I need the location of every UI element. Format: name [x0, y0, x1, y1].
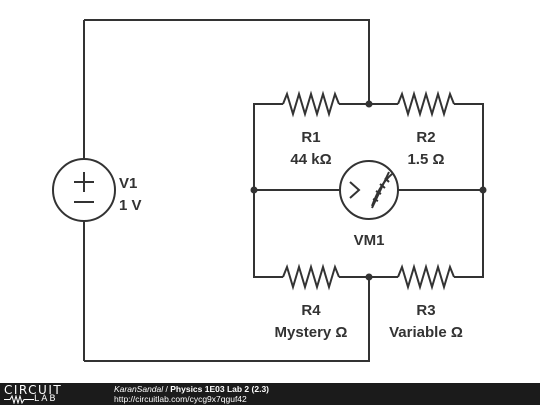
wire-bottom — [84, 277, 370, 362]
junction-dot — [479, 186, 487, 194]
junction-dot — [365, 100, 373, 108]
r1-name-label: R1 — [301, 129, 320, 146]
vm1-name-label: VM1 — [354, 232, 385, 249]
wire-r4-left — [253, 190, 283, 278]
v1-name-label: V1 — [119, 175, 137, 192]
circuit-title[interactable]: Physics 1E03 Lab 2 (2.3) — [170, 384, 269, 394]
wire-r2-right — [454, 103, 484, 190]
circuit-schematic: V1 1 V R1 44 kΩ R2 1.5 Ω VM1 R4 Mystery … — [52, 19, 487, 362]
wire-r1-left — [253, 103, 283, 190]
r2-name-label: R2 — [416, 129, 435, 146]
logo-text-bottom: LAB — [34, 394, 58, 404]
r2-value-label: 1.5 Ω — [407, 151, 444, 168]
author-link[interactable]: KaranSandal — [114, 384, 164, 394]
meter-arrow-icon — [349, 181, 361, 199]
junction-dot — [250, 186, 258, 194]
r3-name-label: R3 — [416, 302, 435, 319]
resistor-r4 — [282, 263, 340, 291]
r1-value-label: 44 kΩ — [290, 151, 331, 168]
resistor-r1 — [282, 90, 340, 118]
plus-icon — [74, 172, 94, 192]
r4-name-label: R4 — [301, 302, 321, 319]
circuit-url[interactable]: http://circuitlab.com/cycg9x7qguf42 — [114, 394, 247, 404]
footer-bar: CIRCUIT LAB KaranSandal / Physics 1E03 L… — [0, 383, 540, 405]
resistor-r2 — [397, 90, 455, 118]
circuit-meta: KaranSandal / Physics 1E03 Lab 2 (2.3) h… — [114, 384, 269, 404]
wire-top — [84, 19, 370, 104]
logo-squiggle-icon — [4, 395, 34, 404]
meter-needle-icon — [371, 171, 390, 209]
voltage-source-v1 — [52, 158, 116, 222]
circuitlab-logo[interactable]: CIRCUIT LAB — [4, 384, 90, 404]
wire-r3-right — [454, 190, 484, 278]
title-separator: / — [163, 384, 171, 394]
r4-value-label: Mystery Ω — [275, 324, 348, 341]
v1-value-label: 1 V — [119, 197, 142, 214]
resistor-r3 — [397, 263, 455, 291]
logo-text-top: CIRCUIT — [4, 383, 63, 397]
r3-value-label: Variable Ω — [389, 324, 463, 341]
voltmeter-vm1 — [339, 160, 399, 220]
junction-dot — [365, 273, 373, 281]
